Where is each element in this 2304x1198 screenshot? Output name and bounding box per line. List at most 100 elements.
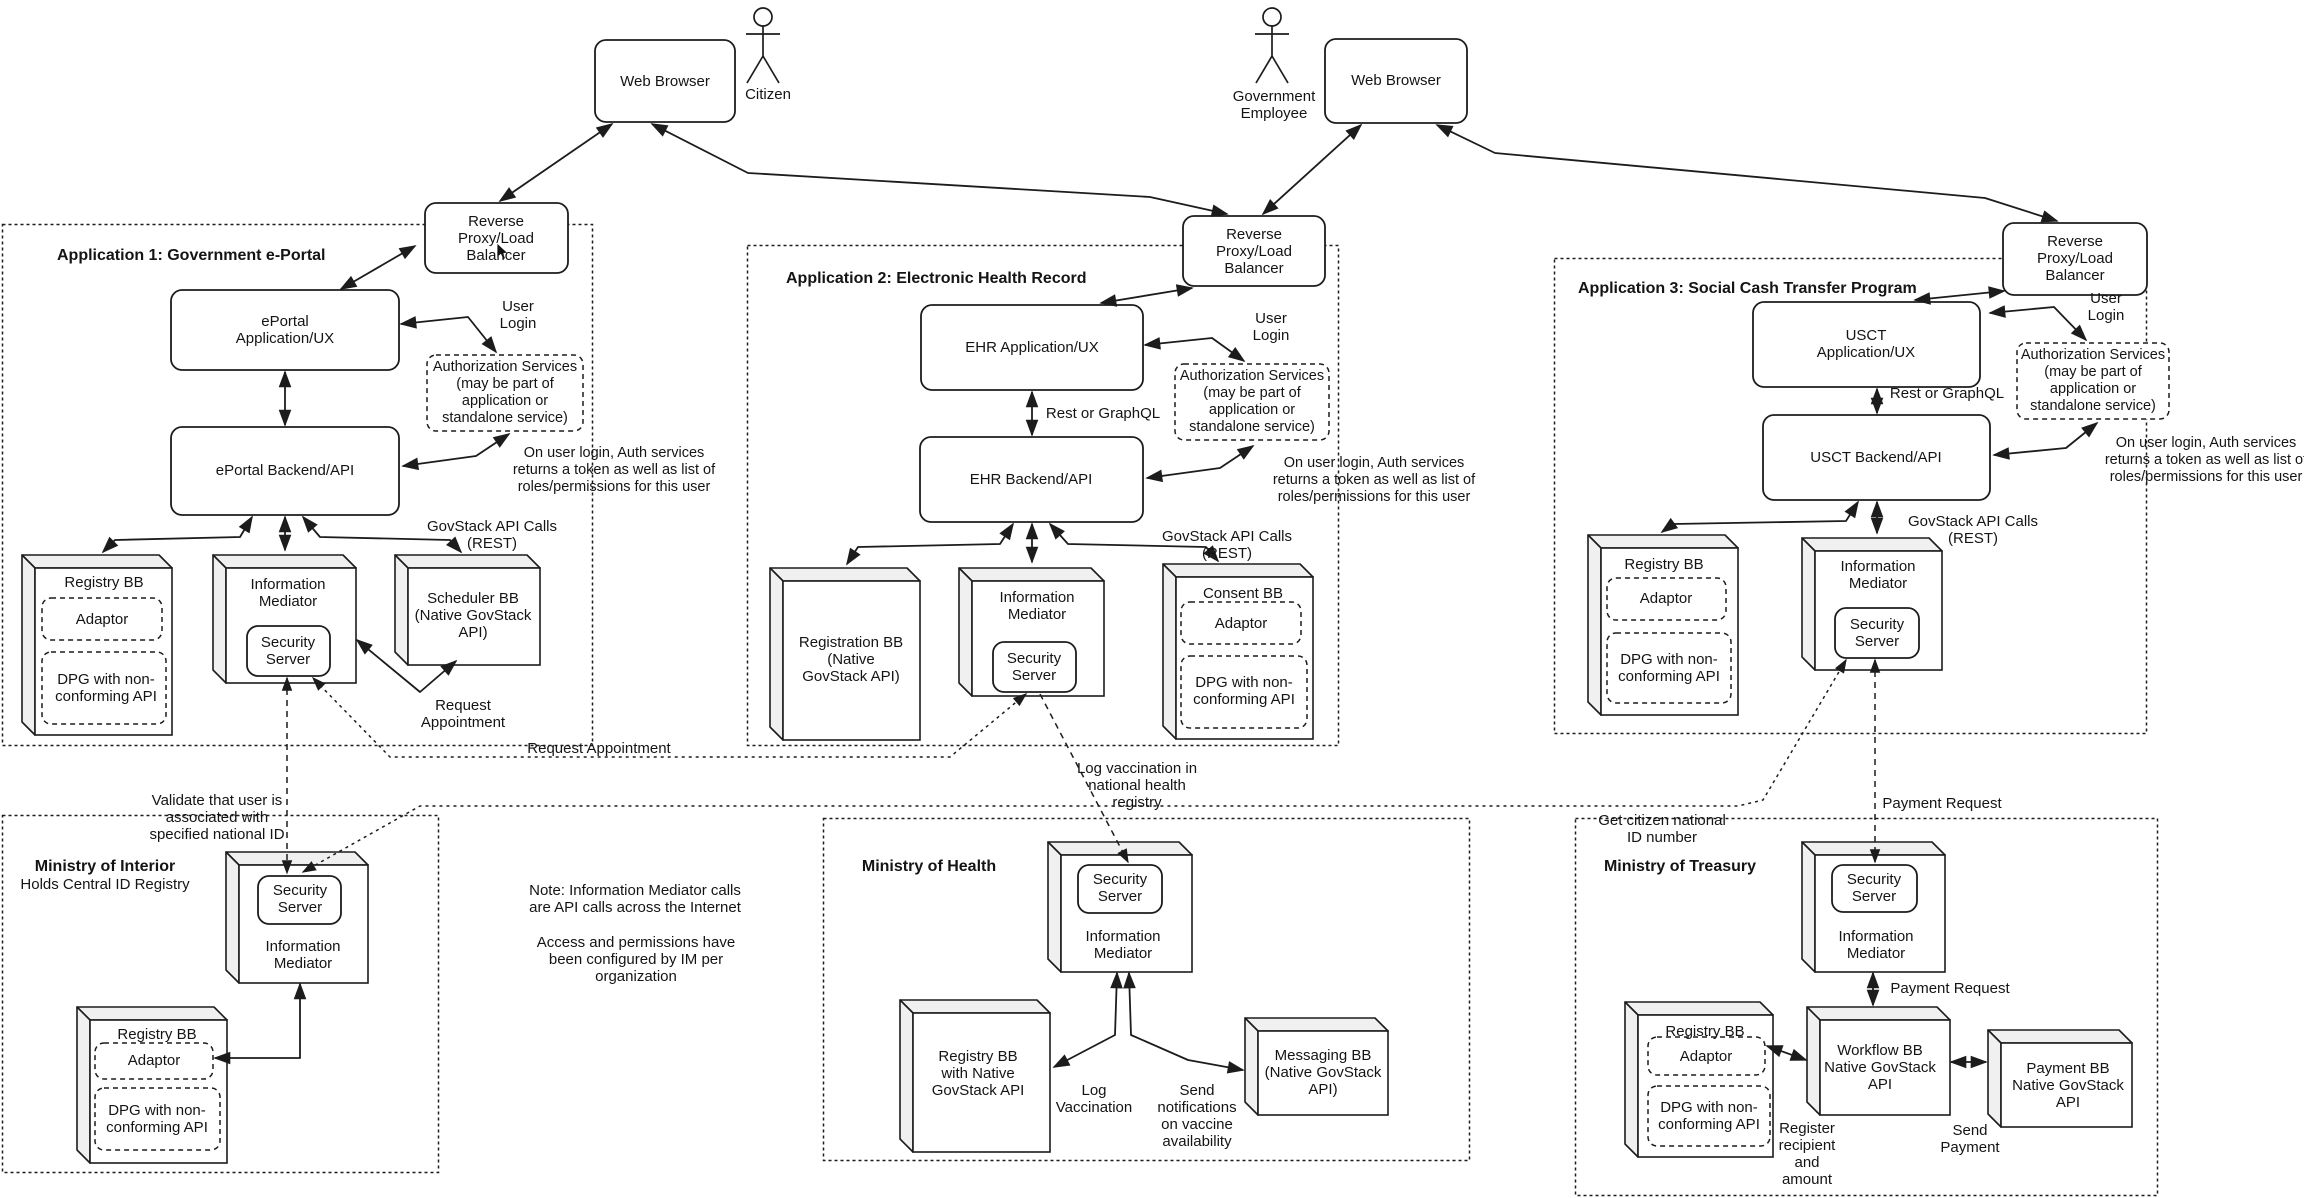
box3d-registry-bb-moh[interactable] [899, 999, 1051, 1153]
region-ministry-of-treasury[interactable] [1574, 817, 2159, 1197]
workflow-bb-mot-left-face [1806, 1006, 1821, 1116]
information-mediator-app2-left-face [958, 567, 973, 697]
information-mediator-app1-top-face [212, 554, 357, 569]
connector-user-login-conn-1 [399, 316, 498, 354]
node-web-browser-citizen[interactable] [594, 39, 736, 123]
node-authorization-services-2[interactable] [1174, 363, 1330, 441]
connector-rp2-ehr-app [1099, 284, 1194, 307]
government-employee-actor-left-leg [1255, 55, 1273, 84]
box3d-registration-bb-app2[interactable] [769, 567, 921, 741]
registry-bb-moi-left-face [76, 1006, 91, 1164]
node-reverse-proxy-2[interactable] [1182, 215, 1326, 287]
connector-auth2-be2 [1145, 445, 1255, 483]
node-security-server-app2[interactable] [992, 641, 1077, 693]
node-reverse-proxy-1[interactable] [424, 202, 569, 274]
node-adaptor-app3[interactable] [1606, 577, 1727, 621]
connector-wb2-rp3 [1435, 124, 2059, 223]
connector-be3-registry [1660, 500, 1859, 534]
information-mediator-moi-left-face [225, 851, 240, 984]
connector-adaptor-workflow [1765, 1045, 1808, 1061]
node-dpg-app3[interactable] [1606, 632, 1732, 704]
node-authorization-services-3[interactable] [2016, 342, 2170, 420]
scheduler-bb-app1-front-face [407, 567, 541, 666]
node-dpg-app1[interactable] [41, 651, 167, 725]
scheduler-bb-app1-top-face [394, 554, 541, 569]
registration-bb-app2-front-face [782, 580, 921, 741]
connector-wb2-rp2 [1261, 123, 1363, 216]
box3d-messaging-bb-moh[interactable] [1244, 1017, 1389, 1116]
node-adaptor-mot[interactable] [1647, 1036, 1766, 1076]
mouse-cursor-icon [496, 242, 509, 261]
registry-bb-moh-top-face [899, 999, 1051, 1014]
registry-bb-moh-front-face [912, 1012, 1051, 1153]
government-employee-actor-right-leg [1271, 55, 1289, 84]
workflow-bb-mot-front-face [1819, 1019, 1951, 1116]
node-security-server-mot[interactable] [1831, 864, 1918, 913]
node-security-server-app3[interactable] [1834, 607, 1920, 659]
payment-bb-mot-left-face [1987, 1029, 2002, 1128]
connector-log-vaccination-line [1039, 693, 1129, 864]
connector-moh-im-messaging [1123, 971, 1245, 1074]
node-usct-backend-api[interactable] [1762, 414, 1991, 501]
region-ministry-of-interior[interactable] [1, 814, 440, 1174]
connector-be2-consent [1048, 522, 1220, 563]
node-web-browser-government[interactable] [1324, 38, 1468, 124]
box3d-payment-bb-mot[interactable] [1987, 1029, 2133, 1128]
connector-auth3-be3 [1992, 421, 2099, 460]
actor-citizen-actor [746, 7, 780, 84]
registration-bb-app2-top-face [769, 567, 921, 582]
box3d-scheduler-bb-app1[interactable] [394, 554, 541, 666]
information-mediator-moh-left-face [1047, 841, 1062, 973]
node-dpg-moi[interactable] [94, 1087, 221, 1151]
messaging-bb-moh-front-face [1257, 1030, 1389, 1116]
scheduler-bb-app1-left-face [394, 554, 409, 666]
consent-bb-app2-left-face [1162, 563, 1177, 740]
information-mediator-mot-top-face [1801, 841, 1946, 856]
node-reverse-proxy-3[interactable] [2002, 222, 2148, 296]
connector-user-login-conn-3 [1988, 305, 2088, 342]
connector-rp1-eportal-app [339, 245, 417, 290]
registry-bb-app1-left-face [21, 554, 36, 736]
registry-bb-app1-top-face [21, 554, 173, 569]
information-mediator-mot-left-face [1801, 841, 1816, 973]
node-dpg-app2[interactable] [1180, 655, 1308, 729]
connector-user-login-conn-2 [1143, 337, 1246, 363]
consent-bb-app2-top-face [1162, 563, 1314, 578]
node-adaptor-app2[interactable] [1180, 601, 1302, 645]
node-security-server-moh[interactable] [1077, 864, 1163, 914]
information-mediator-app2-top-face [958, 567, 1105, 582]
connector-auth1-be1 [401, 433, 511, 471]
node-dpg-mot[interactable] [1647, 1085, 1771, 1147]
connector-moh-im-registry [1052, 971, 1123, 1068]
registry-bb-moh-left-face [899, 999, 914, 1153]
node-adaptor-moi[interactable] [94, 1042, 214, 1080]
node-ehr-application-ux[interactable] [920, 304, 1144, 391]
node-security-server-moi[interactable] [257, 875, 342, 925]
messaging-bb-moh-left-face [1244, 1017, 1259, 1116]
node-eportal-backend-api[interactable] [170, 426, 400, 516]
registry-bb-mot-top-face [1624, 1001, 1774, 1016]
registration-bb-app2-left-face [769, 567, 784, 741]
messaging-bb-moh-top-face [1244, 1017, 1389, 1032]
region-application-3[interactable] [1553, 257, 2148, 735]
node-usct-application-ux[interactable] [1752, 301, 1981, 388]
node-security-server-app1[interactable] [246, 625, 331, 677]
node-eportal-application-ux[interactable] [170, 289, 400, 371]
connector-wb1-rp2 [650, 123, 1229, 217]
node-authorization-services-1[interactable] [426, 354, 584, 432]
information-mediator-moh-top-face [1047, 841, 1193, 856]
payment-bb-mot-front-face [2000, 1042, 2133, 1128]
connector-be1-scheduler [301, 515, 463, 554]
information-mediator-app3-left-face [1801, 537, 1816, 671]
region-application-1[interactable] [1, 223, 594, 747]
workflow-bb-mot-top-face [1806, 1006, 1951, 1021]
box3d-workflow-bb-mot[interactable] [1806, 1006, 1951, 1116]
registry-bb-mot-left-face [1624, 1001, 1639, 1158]
node-ehr-backend-api[interactable] [919, 436, 1144, 523]
node-adaptor-app1[interactable] [41, 597, 163, 641]
registry-bb-app3-top-face [1587, 534, 1739, 549]
registry-bb-moi-top-face [76, 1006, 228, 1021]
region-ministry-of-health[interactable] [822, 817, 1471, 1162]
connector-rp3-usct-app [1913, 286, 2006, 305]
